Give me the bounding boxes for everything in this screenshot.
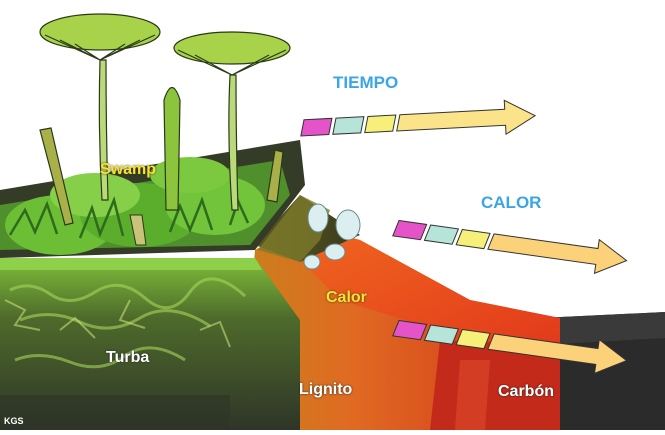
coal-arrow-segment: [392, 320, 428, 341]
calor-arrow-segment: [423, 224, 460, 245]
turba-label: Turba: [106, 349, 150, 366]
calor-arrow: [392, 220, 628, 275]
peat-layer: [0, 258, 300, 430]
swamp-label: Swamp: [100, 161, 157, 178]
tiempo-arrow-segment: [364, 114, 397, 134]
calor-label: Calor: [326, 289, 367, 306]
swamp-trees: [39, 13, 291, 246]
tiempo-arrow-segment: [300, 117, 333, 137]
coal-arrow: [392, 320, 628, 375]
swamp-ground: [0, 140, 305, 258]
tiempo-arrow: [300, 99, 537, 137]
carbon-label: Carbón: [498, 383, 554, 400]
calor-arrow-head: [487, 233, 628, 275]
credit-label: KGS: [4, 416, 24, 426]
calor-arrow-label: CALOR: [481, 193, 542, 212]
process-arrows: [300, 99, 628, 375]
tiempo-arrow-segment: [332, 116, 365, 135]
lignito-label: Lignito: [299, 381, 353, 398]
coal-arrow-head: [487, 333, 628, 375]
calor-arrow-segment: [392, 220, 428, 241]
coal-arrow-segment: [455, 328, 491, 350]
steam-puffs: [303, 203, 361, 270]
calor-arrow-segment: [455, 228, 491, 250]
tiempo-label: TIEMPO: [333, 73, 399, 92]
tiempo-arrow-head: [396, 99, 537, 136]
coal-arrow-segment: [423, 324, 460, 345]
